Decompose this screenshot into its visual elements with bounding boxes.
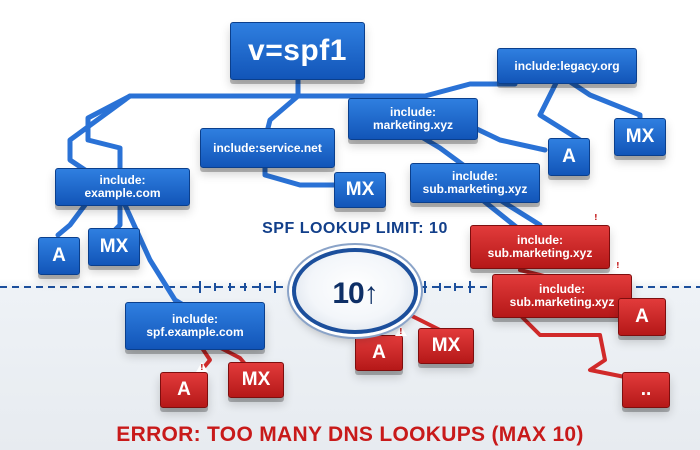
record-mx-service: MX bbox=[334, 172, 386, 208]
record-mx-label: MX bbox=[345, 179, 375, 201]
include-marketing-xyz-node: include: marketing.xyz bbox=[348, 98, 478, 140]
red-record-a-sub: A bbox=[618, 298, 666, 336]
include-sub-marketing-line2: sub.marketing.xyz bbox=[422, 182, 528, 196]
record-mx-label: MX bbox=[625, 126, 655, 148]
include-spf-example-com-node: include: spf.example.com bbox=[125, 302, 265, 350]
include-legacy-org-node: include:legacy.org bbox=[497, 48, 637, 84]
lookup-counter-gauge: 10↑ bbox=[292, 248, 418, 334]
record-mx-label: MX bbox=[99, 236, 129, 258]
include-example-com-node: include: example.com bbox=[55, 168, 190, 206]
root-label: v=spf1 bbox=[248, 34, 347, 68]
warning-icon: ! bbox=[395, 326, 407, 336]
record-a-marketing: A bbox=[548, 138, 590, 176]
red-record-a-counter: A bbox=[355, 335, 403, 371]
warning-icon: ! bbox=[590, 212, 602, 222]
include-sub-marketing-line1: include: bbox=[451, 169, 498, 184]
include-spf-example-line1: include: bbox=[171, 312, 218, 327]
include-service-label: include:service.net bbox=[213, 140, 322, 155]
red-record-ellipsis: .. bbox=[622, 372, 670, 408]
red-include-line1: include: bbox=[516, 233, 563, 248]
record-a-label: A bbox=[177, 379, 191, 401]
spf-lookup-limit-label: SPF LOOKUP LIMIT: 10 bbox=[262, 220, 448, 237]
red-include-sub-marketing-2: include: sub.marketing.xyz bbox=[492, 274, 632, 318]
root-node-v-spf1: v=spf1 bbox=[230, 22, 365, 80]
divider-ticks bbox=[199, 281, 471, 293]
record-mx-label: MX bbox=[241, 369, 271, 391]
record-a-example: A bbox=[38, 237, 80, 275]
record-a-label: A bbox=[52, 245, 66, 267]
record-a-label: A bbox=[372, 342, 386, 364]
include-example-line2: example.com bbox=[84, 186, 161, 200]
record-a-label: A bbox=[562, 146, 576, 168]
error-message: ERROR: TOO MANY DNS LOOKUPS (MAX 10) bbox=[116, 423, 584, 446]
include-spf-example-line2: spf.example.com bbox=[146, 325, 244, 339]
include-marketing-line2: marketing.xyz bbox=[372, 118, 454, 132]
include-sub-marketing-xyz-node: include: sub.marketing.xyz bbox=[410, 163, 540, 203]
warning-icon: ! bbox=[612, 260, 624, 270]
red-include-sub-marketing-1: include: sub.marketing.xyz bbox=[470, 225, 610, 269]
record-ellipsis-label: .. bbox=[640, 379, 652, 401]
warning-icon: ! bbox=[196, 362, 208, 372]
include-marketing-line1: include: bbox=[389, 105, 436, 120]
red-include-line2: sub.marketing.xyz bbox=[487, 246, 593, 260]
lookup-counter-value: 10↑ bbox=[332, 277, 378, 310]
red-record-mx-spf: MX bbox=[228, 362, 284, 398]
record-mx-label: MX bbox=[431, 335, 461, 357]
record-a-label: A bbox=[635, 306, 649, 328]
record-mx-legacy: MX bbox=[614, 118, 666, 156]
red-include-line1: include: bbox=[538, 282, 585, 297]
include-service-net-node: include:service.net bbox=[200, 128, 335, 168]
red-record-a-spf: A bbox=[160, 372, 208, 408]
red-include-line2: sub.marketing.xyz bbox=[509, 295, 615, 309]
red-record-mx-counter: MX bbox=[418, 328, 474, 364]
include-legacy-label: include:legacy.org bbox=[514, 58, 620, 73]
include-example-line1: include: bbox=[99, 173, 146, 188]
record-mx-example: MX bbox=[88, 228, 140, 266]
